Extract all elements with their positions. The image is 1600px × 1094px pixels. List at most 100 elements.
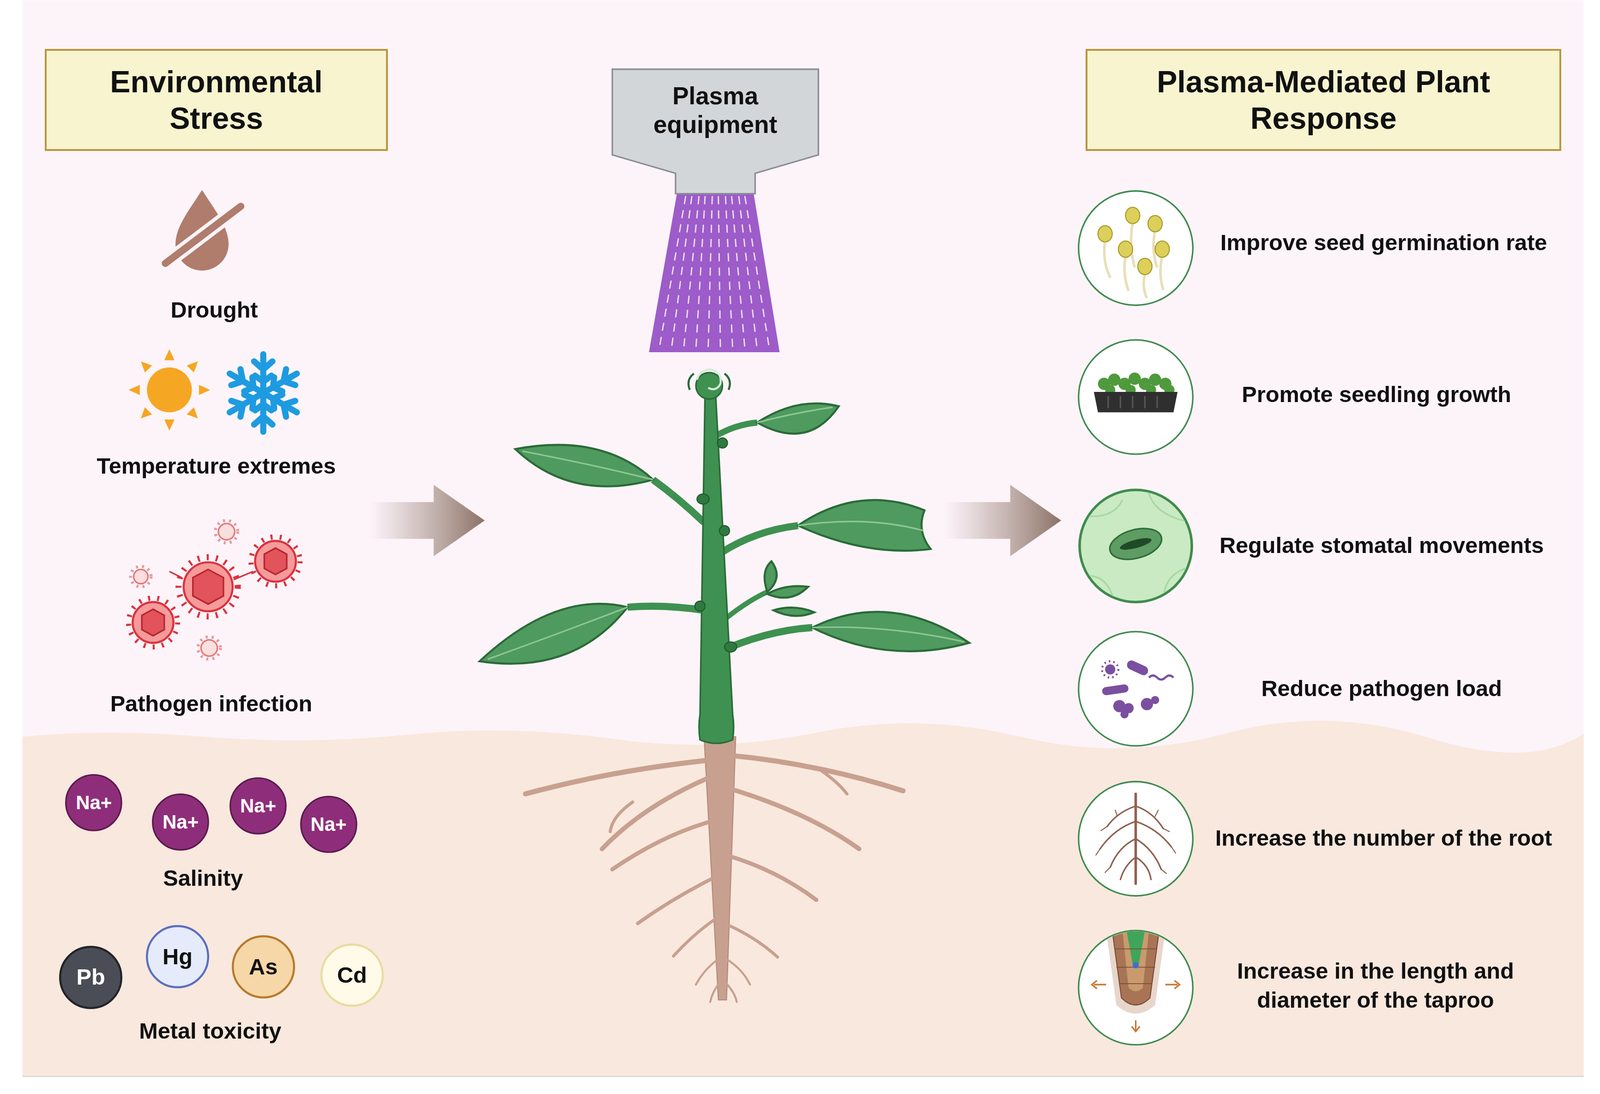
sodium-ion: Na+ xyxy=(300,796,358,854)
sun-icon-part xyxy=(128,385,140,396)
plant-roots-part xyxy=(725,855,817,900)
virus-icons-part xyxy=(251,537,301,586)
stomata-icon-part xyxy=(1081,489,1194,603)
virus-icons-part xyxy=(132,602,174,643)
pathogen-icon-part xyxy=(1120,710,1129,719)
response-icon-frames-part xyxy=(1078,191,1194,306)
response-icon-frames-part xyxy=(1078,339,1194,455)
taproot-tip-icon-part xyxy=(1105,930,1166,1015)
plant-shoot-part xyxy=(699,387,734,744)
seedling-tray-icon-part xyxy=(1093,392,1178,413)
plant-shoot-part-part xyxy=(757,407,834,423)
plant-roots-part xyxy=(724,923,778,958)
plant-shoot xyxy=(479,369,970,744)
response-label: Increase the number of the root xyxy=(1159,824,1600,854)
plant-roots-part xyxy=(612,821,712,870)
virus-icons-part xyxy=(178,557,238,617)
response-icon-frames xyxy=(1078,191,1194,1046)
plant-shoot-part-part xyxy=(757,403,840,435)
seedling-icon-part-part xyxy=(1147,215,1163,232)
pathogen-icon-part xyxy=(1151,696,1160,705)
seedling-icon-part-part xyxy=(1104,241,1111,278)
plant-shoot-part-part xyxy=(797,500,931,551)
plant-shoot-part-part xyxy=(696,494,710,505)
plant-shoot-part-part xyxy=(627,606,705,611)
sodium-ion-circle xyxy=(66,775,122,831)
plant-roots-part xyxy=(673,918,717,957)
seedling-icon-part-part xyxy=(1137,258,1153,275)
seedling-icon-part-part xyxy=(1124,256,1129,291)
cadmium-element-circle xyxy=(321,944,383,1007)
virus-icons-part xyxy=(233,571,254,580)
lead-element-circle xyxy=(60,947,122,1009)
ion-symbol: Pb xyxy=(76,964,106,991)
plant-shoot-part-part xyxy=(764,561,777,592)
ion-symbol: Na+ xyxy=(310,813,347,837)
taproot-tip-icon-part xyxy=(1112,930,1160,1006)
sun-icon-part xyxy=(140,361,152,373)
sodium-ion: Na+ xyxy=(151,793,210,852)
virus-icons-part xyxy=(254,541,296,582)
stomata-icon-part xyxy=(1106,523,1166,566)
sun-icon-part xyxy=(146,367,192,413)
response-label: Increase in the length and diameter of t… xyxy=(1207,956,1544,1015)
plant-shoot-part-part xyxy=(773,607,815,616)
plant-shoot-part-part xyxy=(479,603,628,665)
pathogen-icon-part xyxy=(1148,675,1174,680)
virus-icons-part xyxy=(169,571,182,578)
plant-shoot-part-part xyxy=(724,642,737,653)
plant-roots-part xyxy=(695,959,750,1003)
plant-shoot-part-part xyxy=(812,612,970,652)
seedling-icon-part xyxy=(1104,222,1164,299)
taproot-tip-icon-part xyxy=(1132,962,1139,969)
seedling-tray-icon-part xyxy=(1098,372,1175,396)
sun-icon-part xyxy=(199,385,211,396)
response-icon-frames-part xyxy=(1078,781,1194,897)
plant-shoot-part-part xyxy=(720,525,798,554)
plant-shoot-part-part xyxy=(714,422,758,437)
virus-icons-part xyxy=(264,548,287,575)
root-system-icon-part xyxy=(1099,806,1172,880)
background-part xyxy=(22,721,1584,1077)
virus-icons-part xyxy=(130,566,151,587)
sun-icon-part xyxy=(164,419,175,431)
response-label: Regulate stomatal movements xyxy=(1167,531,1596,561)
ion-symbol: Na+ xyxy=(162,810,199,834)
taproot-tip-icon-part xyxy=(1114,949,1158,985)
plant-roots-part xyxy=(726,788,859,850)
sodium-ion-circle xyxy=(152,794,209,851)
cadmium-element: Cd xyxy=(320,943,384,1008)
node-title: Plasma-Mediated Plant Response xyxy=(1138,63,1509,136)
virus-icons-part xyxy=(141,609,165,636)
snowflake-icon-part xyxy=(224,365,268,401)
stress-label: Pathogen infection xyxy=(42,689,380,719)
response-icon-frames-part xyxy=(1078,930,1194,1046)
plant-shoot-part xyxy=(696,369,721,390)
root-system-icon-part xyxy=(1095,810,1176,874)
ion-symbol: Na+ xyxy=(75,791,112,815)
plant-roots-part xyxy=(637,877,715,924)
arsenic-element-circle xyxy=(232,936,295,999)
drought-icon xyxy=(165,190,242,272)
sun-icon-part xyxy=(186,361,198,373)
plasma-beam-part xyxy=(648,190,780,353)
plant-shoot-part xyxy=(694,438,737,653)
seedling-icon-part-part xyxy=(1098,225,1113,242)
seedling-tray-icon-part xyxy=(1108,396,1158,409)
ion-symbol: Cd xyxy=(337,962,368,989)
heading-box: Plasma-Mediated Plant Response xyxy=(1085,48,1562,151)
taproot-tip-icon-part xyxy=(1126,930,1146,965)
plant-roots-part xyxy=(602,777,710,850)
response-icon-frames-part xyxy=(1078,631,1194,747)
response-label: Reduce pathogen load xyxy=(1167,674,1596,704)
seedling-icon-part-part xyxy=(1155,241,1170,258)
plant-shoot-part-part xyxy=(767,586,809,598)
plant-shoot-part-part xyxy=(487,607,628,660)
drought-icon-part xyxy=(165,206,242,264)
flow-arrows-part xyxy=(369,484,485,557)
virus-icons-part xyxy=(218,523,235,540)
seedling-icon-part-part xyxy=(1125,207,1140,224)
